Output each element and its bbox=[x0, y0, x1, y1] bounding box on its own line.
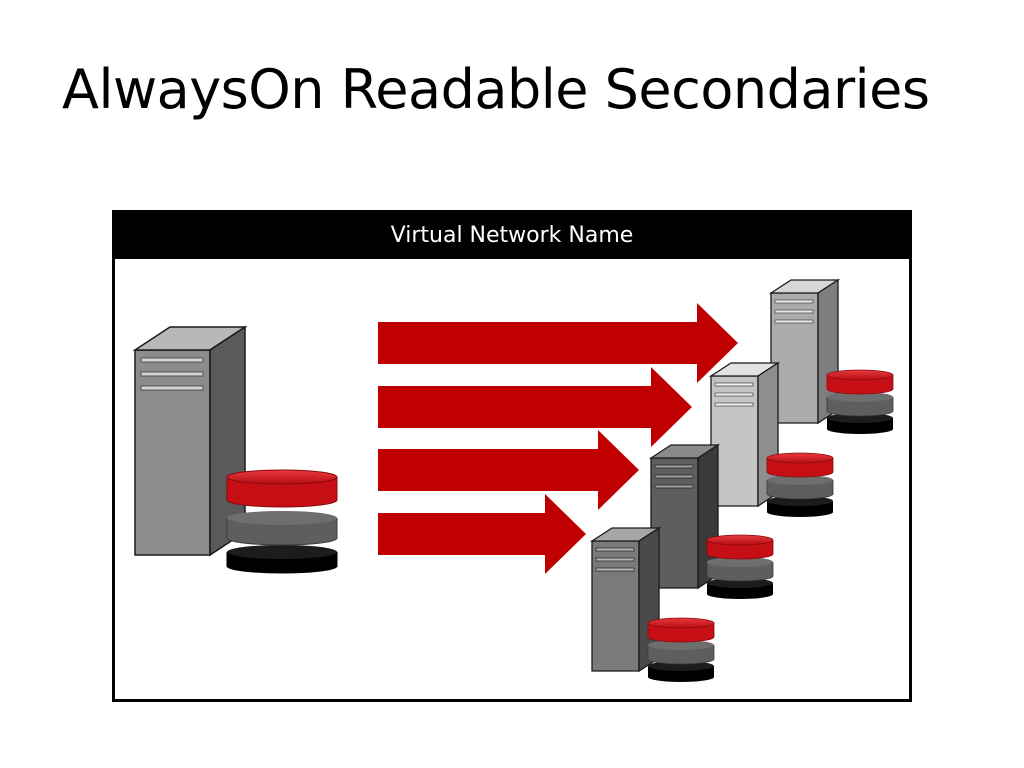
drive-bay bbox=[714, 382, 754, 387]
drive-bay bbox=[595, 567, 635, 572]
drive-bay bbox=[714, 402, 754, 407]
drive-bay bbox=[595, 547, 635, 552]
drive-bay bbox=[595, 557, 635, 562]
drive-bay bbox=[774, 309, 814, 314]
replication-arrow-1 bbox=[378, 303, 738, 383]
slide-title: AlwaysOn Readable Secondaries bbox=[62, 58, 930, 121]
server-front-face bbox=[134, 349, 211, 556]
secondary-database-icon bbox=[706, 534, 774, 599]
drive-bay bbox=[140, 371, 204, 377]
replication-arrow-2 bbox=[378, 367, 692, 447]
drive-bay bbox=[654, 474, 694, 479]
drive-bay bbox=[714, 392, 754, 397]
secondary-database-icon bbox=[766, 452, 834, 517]
secondary-server-icon bbox=[768, 278, 841, 425]
secondary-replica-2 bbox=[708, 361, 834, 517]
replication-arrow-3 bbox=[378, 430, 639, 510]
drive-bay bbox=[774, 299, 814, 304]
replication-arrow-4 bbox=[378, 494, 586, 574]
replication-arrows bbox=[378, 303, 738, 574]
secondary-replica-1 bbox=[768, 278, 894, 434]
drive-bay bbox=[654, 464, 694, 469]
drive-bay bbox=[774, 319, 814, 324]
secondary-replica-3 bbox=[648, 443, 774, 599]
virtual-network-name-label: Virtual Network Name bbox=[115, 213, 909, 259]
secondary-database-icon bbox=[647, 617, 715, 682]
secondary-database-icon bbox=[826, 369, 894, 434]
primary-database-icon bbox=[226, 469, 338, 574]
drive-bay bbox=[140, 357, 204, 363]
secondary-replica-4 bbox=[589, 526, 715, 682]
primary-replica bbox=[132, 325, 338, 574]
drive-bay bbox=[140, 385, 204, 391]
drive-bay bbox=[654, 484, 694, 489]
